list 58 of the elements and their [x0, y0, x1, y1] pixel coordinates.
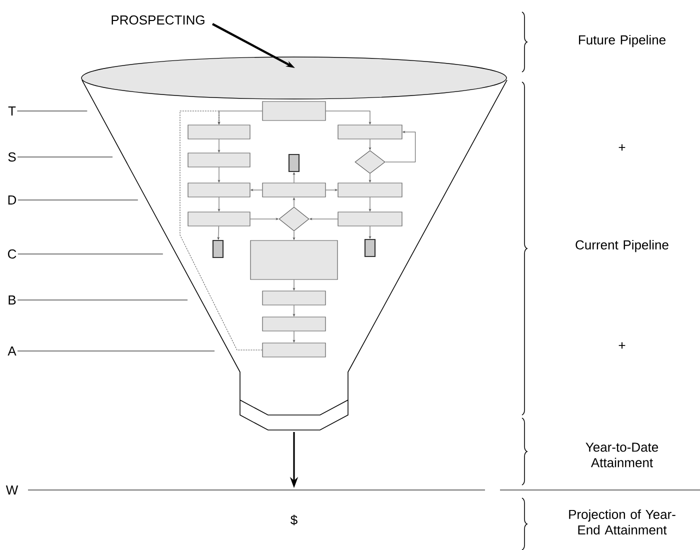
arrow [180, 110, 262, 350]
callout-label: PROSPECTING [112, 15, 204, 25]
process-box [262, 316, 326, 332]
decision-diamond [278, 206, 310, 232]
arrow [326, 110, 371, 124]
decision-diamond [354, 150, 386, 174]
stage-letter: C [8, 249, 16, 259]
arrow [369, 174, 371, 182]
arrow [218, 197, 220, 212]
process-box [250, 240, 338, 280]
arrow [369, 226, 371, 239]
symbol-label: $ [290, 514, 298, 526]
stage-letter: A [8, 346, 16, 356]
leader-line [17, 350, 215, 352]
process-box [262, 101, 326, 121]
pipeline-label: Year-to-Date Attainment [586, 442, 658, 468]
leader-line [17, 156, 113, 158]
arrow [250, 218, 278, 220]
symbol-label: + [618, 342, 626, 349]
arrow [385, 131, 416, 162]
pipeline-label: Projection of Year-End Attainment [569, 509, 676, 535]
stage-letter: D [8, 196, 16, 204]
stage-letter: T [8, 106, 16, 116]
arrow [293, 305, 295, 316]
document-icon [364, 238, 376, 258]
arrow [326, 189, 338, 191]
arrow [369, 197, 371, 212]
symbol-label: W [6, 486, 18, 494]
arrow [293, 280, 295, 290]
arrow [218, 139, 220, 152]
stage-letter: S [8, 152, 16, 162]
arrow [369, 139, 371, 150]
arrow [250, 189, 262, 191]
arrow [293, 172, 295, 183]
arrow [218, 167, 220, 182]
process-box [188, 182, 250, 198]
process-box [338, 124, 402, 140]
process-box [188, 152, 250, 168]
arrow [217, 226, 220, 240]
arrow [293, 198, 295, 207]
symbol-label: + [618, 144, 626, 151]
process-box [338, 212, 402, 226]
arrow [310, 218, 338, 220]
arrow [293, 331, 295, 342]
process-box [262, 290, 326, 306]
process-box [338, 182, 402, 198]
document-icon [288, 154, 300, 172]
document-icon [212, 240, 224, 258]
process-box [188, 212, 250, 226]
process-box [188, 124, 250, 140]
pipeline-label: Current Pipeline [576, 240, 668, 252]
arrow [218, 110, 262, 124]
process-box [262, 182, 326, 198]
stage-letter: B [8, 296, 16, 304]
arrow [293, 231, 295, 240]
leader-line [16, 110, 88, 112]
process-box [262, 342, 326, 358]
pipeline-label: Future Pipeline [579, 34, 666, 48]
